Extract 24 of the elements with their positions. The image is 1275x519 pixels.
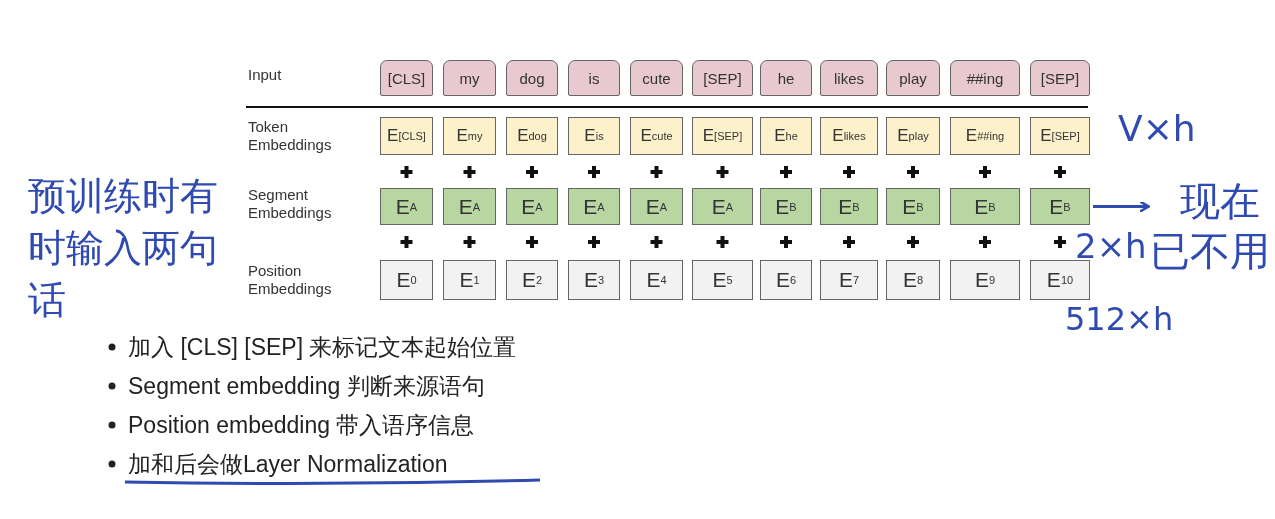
bullet-text: 加入 [CLS] [SEP] 来标记文本起始位置 bbox=[128, 333, 517, 362]
row-label: Token Embeddings bbox=[248, 118, 333, 154]
token-tag: [SEP] bbox=[692, 60, 753, 96]
row-label: Input bbox=[248, 66, 283, 84]
token-tag: dog bbox=[506, 60, 558, 96]
arrow bbox=[1093, 200, 1151, 213]
token-tag: play bbox=[886, 60, 940, 96]
token-tag: my bbox=[443, 60, 496, 96]
token-tag: likes bbox=[820, 60, 878, 96]
row-label: Position Embeddings bbox=[248, 262, 333, 298]
token-tag: [SEP] bbox=[1030, 60, 1090, 96]
bullet-text: Segment embedding 判断来源语句 bbox=[128, 372, 485, 401]
token-tag: cute bbox=[630, 60, 683, 96]
token-tag: ##ing bbox=[950, 60, 1020, 96]
row-label: Segment Embeddings bbox=[248, 186, 333, 222]
handwritten-note: V×h bbox=[1118, 108, 1196, 149]
token-tag: is bbox=[568, 60, 620, 96]
handwritten-note: 预训练时有时输入两句话 bbox=[28, 173, 219, 324]
token-tag: he bbox=[760, 60, 812, 96]
handwritten-note: 现在已不用 bbox=[1150, 176, 1275, 276]
bullet-text: Position embedding 带入语序信息 bbox=[128, 411, 475, 440]
handwritten-note: 512×h bbox=[1065, 300, 1174, 338]
bullet-text: 加和后会做Layer Normalization bbox=[128, 450, 448, 479]
token-tag: [CLS] bbox=[380, 60, 433, 96]
